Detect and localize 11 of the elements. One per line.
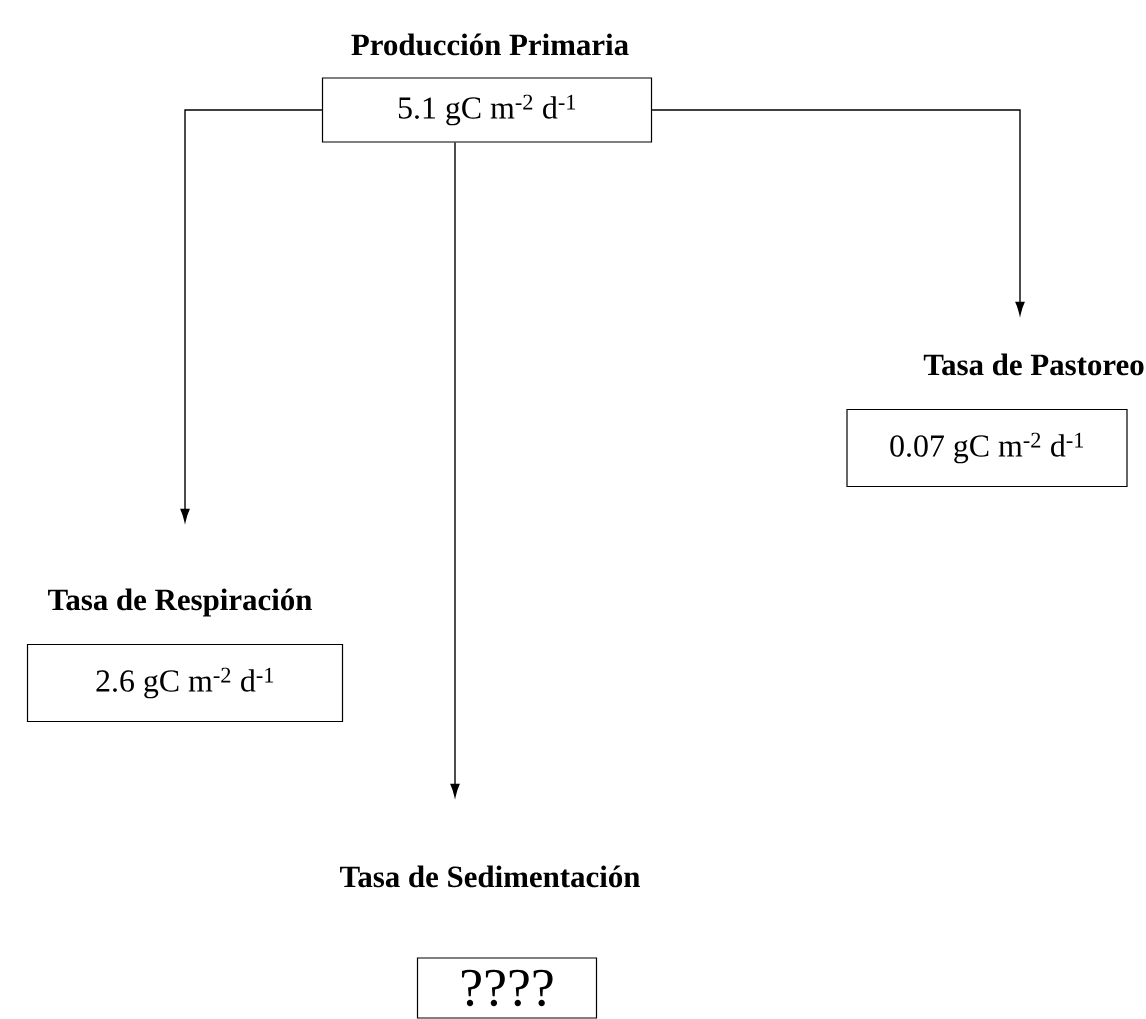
- arrow: [180, 109, 323, 523]
- box-heading: Tasa de Pastoreo: [923, 353, 1144, 376]
- value-box: ????: [416, 957, 598, 1019]
- value-box: 5.1 gC m$^{-2}$ d$^{-1}$: [321, 77, 653, 143]
- value-box: 0.07 gC m$^{-2}$ d$^{-1}$: [846, 408, 1128, 488]
- box-heading: Tasa de Respiración: [48, 588, 312, 617]
- box-heading: Producción Primaria: [351, 33, 629, 56]
- arrow: [450, 141, 460, 798]
- arrow: [651, 109, 1025, 316]
- value-box: 2.6 gC m$^{-2}$ d$^{-1}$: [26, 643, 344, 723]
- box-heading: Tasa de Sedimentación: [340, 865, 640, 888]
